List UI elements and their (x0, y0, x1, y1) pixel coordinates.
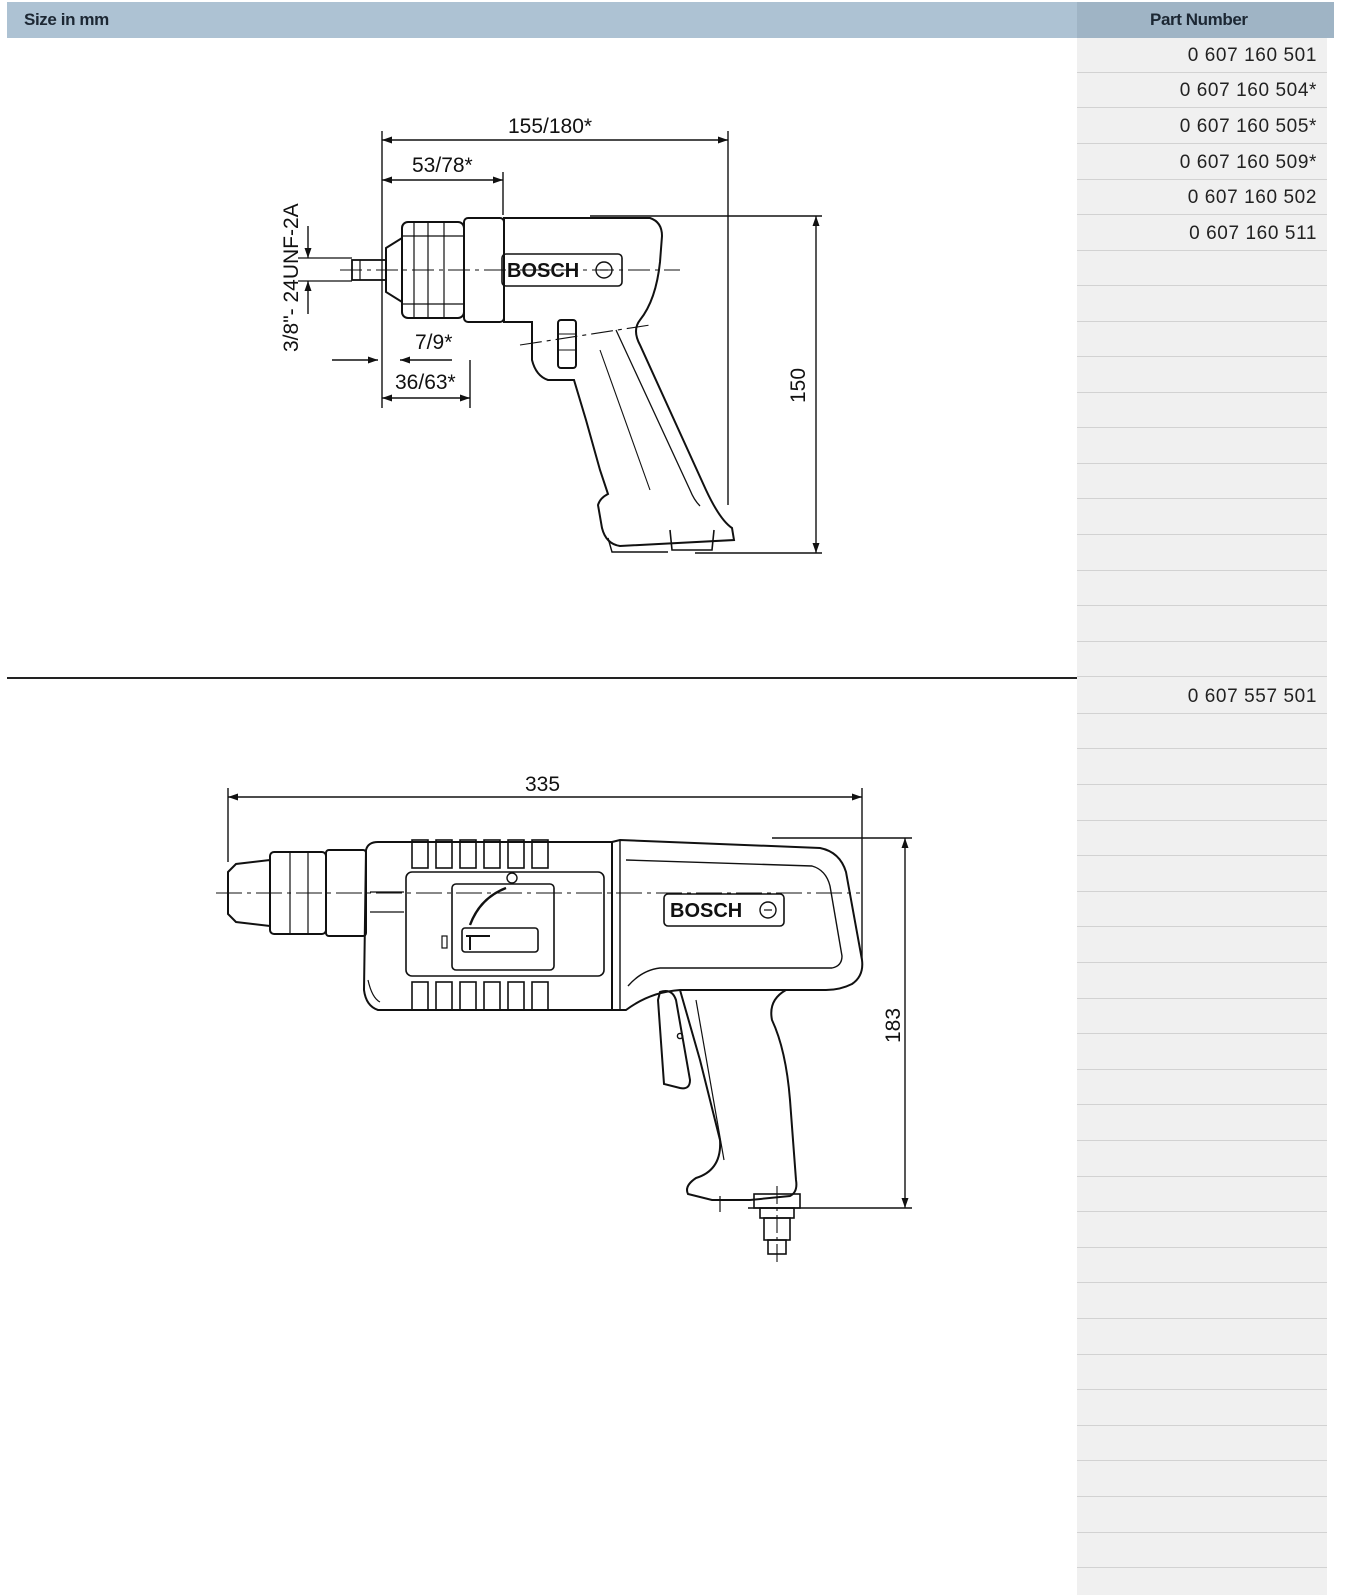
empty-row (1077, 928, 1327, 963)
dimension-height: 183 (882, 1008, 905, 1043)
dimension-thread: 3/8"- 24UNF-2A (280, 203, 303, 352)
part-number-header-cell: Part Number (1077, 2, 1334, 38)
empty-row (1077, 1248, 1327, 1283)
empty-row (1077, 1533, 1327, 1568)
part-number-row: 0 607 160 505* (1077, 109, 1327, 144)
dimension-overall-length: 335 (525, 773, 560, 796)
table-header: Size in mm Part Number (7, 2, 1334, 38)
empty-row (1077, 642, 1327, 677)
part-number: 0 607 160 505* (1179, 116, 1317, 137)
section-divider (7, 677, 1077, 679)
dimension-front-length: 53/78* (412, 154, 473, 177)
empty-row (1077, 1177, 1327, 1212)
part-number: 0 607 160 501 (1187, 45, 1317, 66)
empty-row (1077, 1035, 1327, 1070)
empty-row (1077, 1355, 1327, 1390)
part-number: 0 607 160 502 (1187, 187, 1317, 208)
empty-row (1077, 536, 1327, 571)
empty-row (1077, 358, 1327, 393)
empty-row (1077, 1213, 1327, 1248)
empty-row (1077, 786, 1327, 821)
part-number: 0 607 160 504* (1179, 80, 1317, 101)
part-number: 0 607 160 511 (1189, 223, 1317, 244)
empty-row (1077, 464, 1327, 499)
empty-row (1077, 1498, 1327, 1533)
empty-row (1077, 999, 1327, 1034)
part-number-row: 0 607 160 502 (1077, 180, 1327, 215)
part-number-column-header: Part Number (1150, 10, 1248, 29)
empty-row (1077, 607, 1327, 642)
dimension-overall-length: 155/180* (508, 115, 592, 138)
part-number-row: 0 607 160 501 (1077, 38, 1327, 73)
dimension-chuck: 36/63* (395, 371, 456, 394)
part-number: 0 607 160 509* (1179, 152, 1317, 173)
technical-drawings: BOSCH 155/180* 53/78* 7/9* 36/63* 3/8"- … (216, 115, 912, 1266)
brand-logo: BOSCH (507, 260, 579, 282)
part-number-column: 0 607 160 501 0 607 160 504* 0 607 160 5… (1077, 38, 1327, 1595)
part-number-row: 0 607 160 511 (1077, 216, 1327, 251)
part-number-row: 0 607 160 504* (1077, 73, 1327, 108)
empty-row (1077, 1320, 1327, 1355)
drill-drawing-2 (216, 788, 912, 1266)
part-number-row: 0 607 557 501 (1077, 679, 1327, 714)
empty-row (1077, 1391, 1327, 1426)
empty-row (1077, 251, 1327, 286)
dimension-height: 150 (787, 368, 810, 403)
empty-row (1077, 1462, 1327, 1497)
empty-row (1077, 393, 1327, 428)
empty-row (1077, 1284, 1327, 1319)
empty-row (1077, 821, 1327, 856)
empty-row (1077, 714, 1327, 749)
empty-row (1077, 857, 1327, 892)
empty-row (1077, 1106, 1327, 1141)
empty-row (1077, 500, 1327, 535)
brand-logo: BOSCH (670, 900, 742, 922)
empty-row (1077, 964, 1327, 999)
empty-row (1077, 750, 1327, 785)
drill-drawing-1 (298, 131, 822, 554)
part-number-row: 0 607 160 509* (1077, 145, 1327, 180)
part-number: 0 607 557 501 (1187, 686, 1317, 707)
empty-row (1077, 1070, 1327, 1105)
empty-row (1077, 287, 1327, 322)
empty-row (1077, 892, 1327, 927)
empty-row (1077, 322, 1327, 357)
empty-row (1077, 1426, 1327, 1461)
empty-row (1077, 571, 1327, 606)
dimension-spindle: 7/9* (415, 331, 452, 354)
empty-row (1077, 1142, 1327, 1177)
empty-row (1077, 429, 1327, 464)
size-column-header: Size in mm (24, 10, 109, 29)
